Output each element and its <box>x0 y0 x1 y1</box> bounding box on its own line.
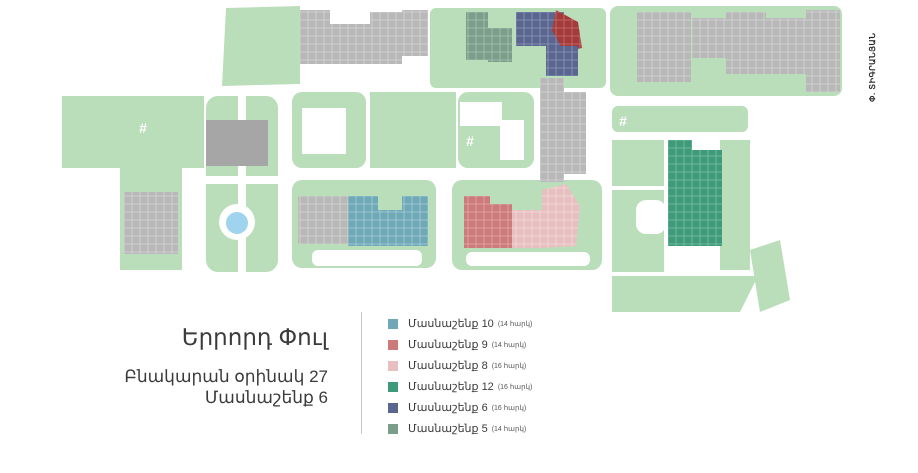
legend-swatch <box>388 402 398 413</box>
park-symbol: # <box>466 133 474 149</box>
legend-note: (14 հարկ) <box>491 425 527 433</box>
plaza <box>206 120 268 166</box>
legend-item: Մասնաշենք 5 (14 հարկ) <box>388 418 532 439</box>
park-symbols: # # # # # # <box>139 109 651 267</box>
street-label: Փ. ՏԻԳՐԱՆՅԱՆ <box>868 32 877 102</box>
apartment-type: Բնակարան օրինակ 27 <box>124 367 328 386</box>
legend-swatch <box>388 381 398 392</box>
legend-label: Մասնաշենք 5 <box>408 423 488 435</box>
legend-swatch <box>388 318 398 329</box>
legend-label: Մասնաշենք 12 <box>408 381 494 393</box>
park-symbol: # <box>643 207 651 223</box>
legend-note: (16 հարկ) <box>491 404 527 412</box>
park-symbol: # <box>139 120 147 136</box>
legend-label: Մասնաշենք 9 <box>408 339 488 351</box>
legend-label: Մասնաշենք 10 <box>408 318 494 330</box>
park-symbol: # <box>619 113 627 129</box>
park-symbol: # <box>319 109 327 125</box>
building-8 <box>512 184 580 248</box>
building-5 <box>466 12 512 62</box>
title-block: Երրորդ Փուլ Բնակարան օրինակ 27 Մասնաշենք… <box>124 322 328 408</box>
legend-item: Մասնաշենք 6 (16 հարկ) <box>388 397 532 418</box>
divider <box>361 312 362 434</box>
pond <box>226 212 248 234</box>
building-number: Մասնաշենք 6 <box>204 388 328 407</box>
page-title: Երրորդ Փուլ <box>181 324 328 350</box>
legend-note: (14 հարկ) <box>491 341 527 349</box>
building-12 <box>668 140 722 246</box>
legend-label: Մասնաշենք 8 <box>408 360 488 372</box>
legend-item: Մասնաշենք 9 (14 հարկ) <box>388 334 532 355</box>
legend-item: Մասնաշենք 8 (16 հարկ) <box>388 355 532 376</box>
legend-swatch <box>388 423 398 434</box>
legend-swatch <box>388 339 398 350</box>
legend-item: Մասնաշենք 10 (14 հարկ) <box>388 313 532 334</box>
park-symbol: # <box>512 251 520 267</box>
legend-note: (14 հարկ) <box>497 320 533 328</box>
legend-swatch <box>388 360 398 371</box>
legend-note: (16 հարկ) <box>497 383 533 391</box>
building-9 <box>464 196 512 248</box>
building-6 <box>516 10 582 76</box>
legend-label: Մասնաշենք 6 <box>408 402 488 414</box>
building-10 <box>348 196 428 246</box>
legend: Մասնաշենք 10 (14 հարկ) Մասնաշենք 9 (14 հ… <box>388 313 532 439</box>
existing-buildings <box>124 10 840 254</box>
legend-note: (16 հարկ) <box>491 362 527 370</box>
legend-item: Մասնաշենք 12 (16 հարկ) <box>388 376 532 397</box>
